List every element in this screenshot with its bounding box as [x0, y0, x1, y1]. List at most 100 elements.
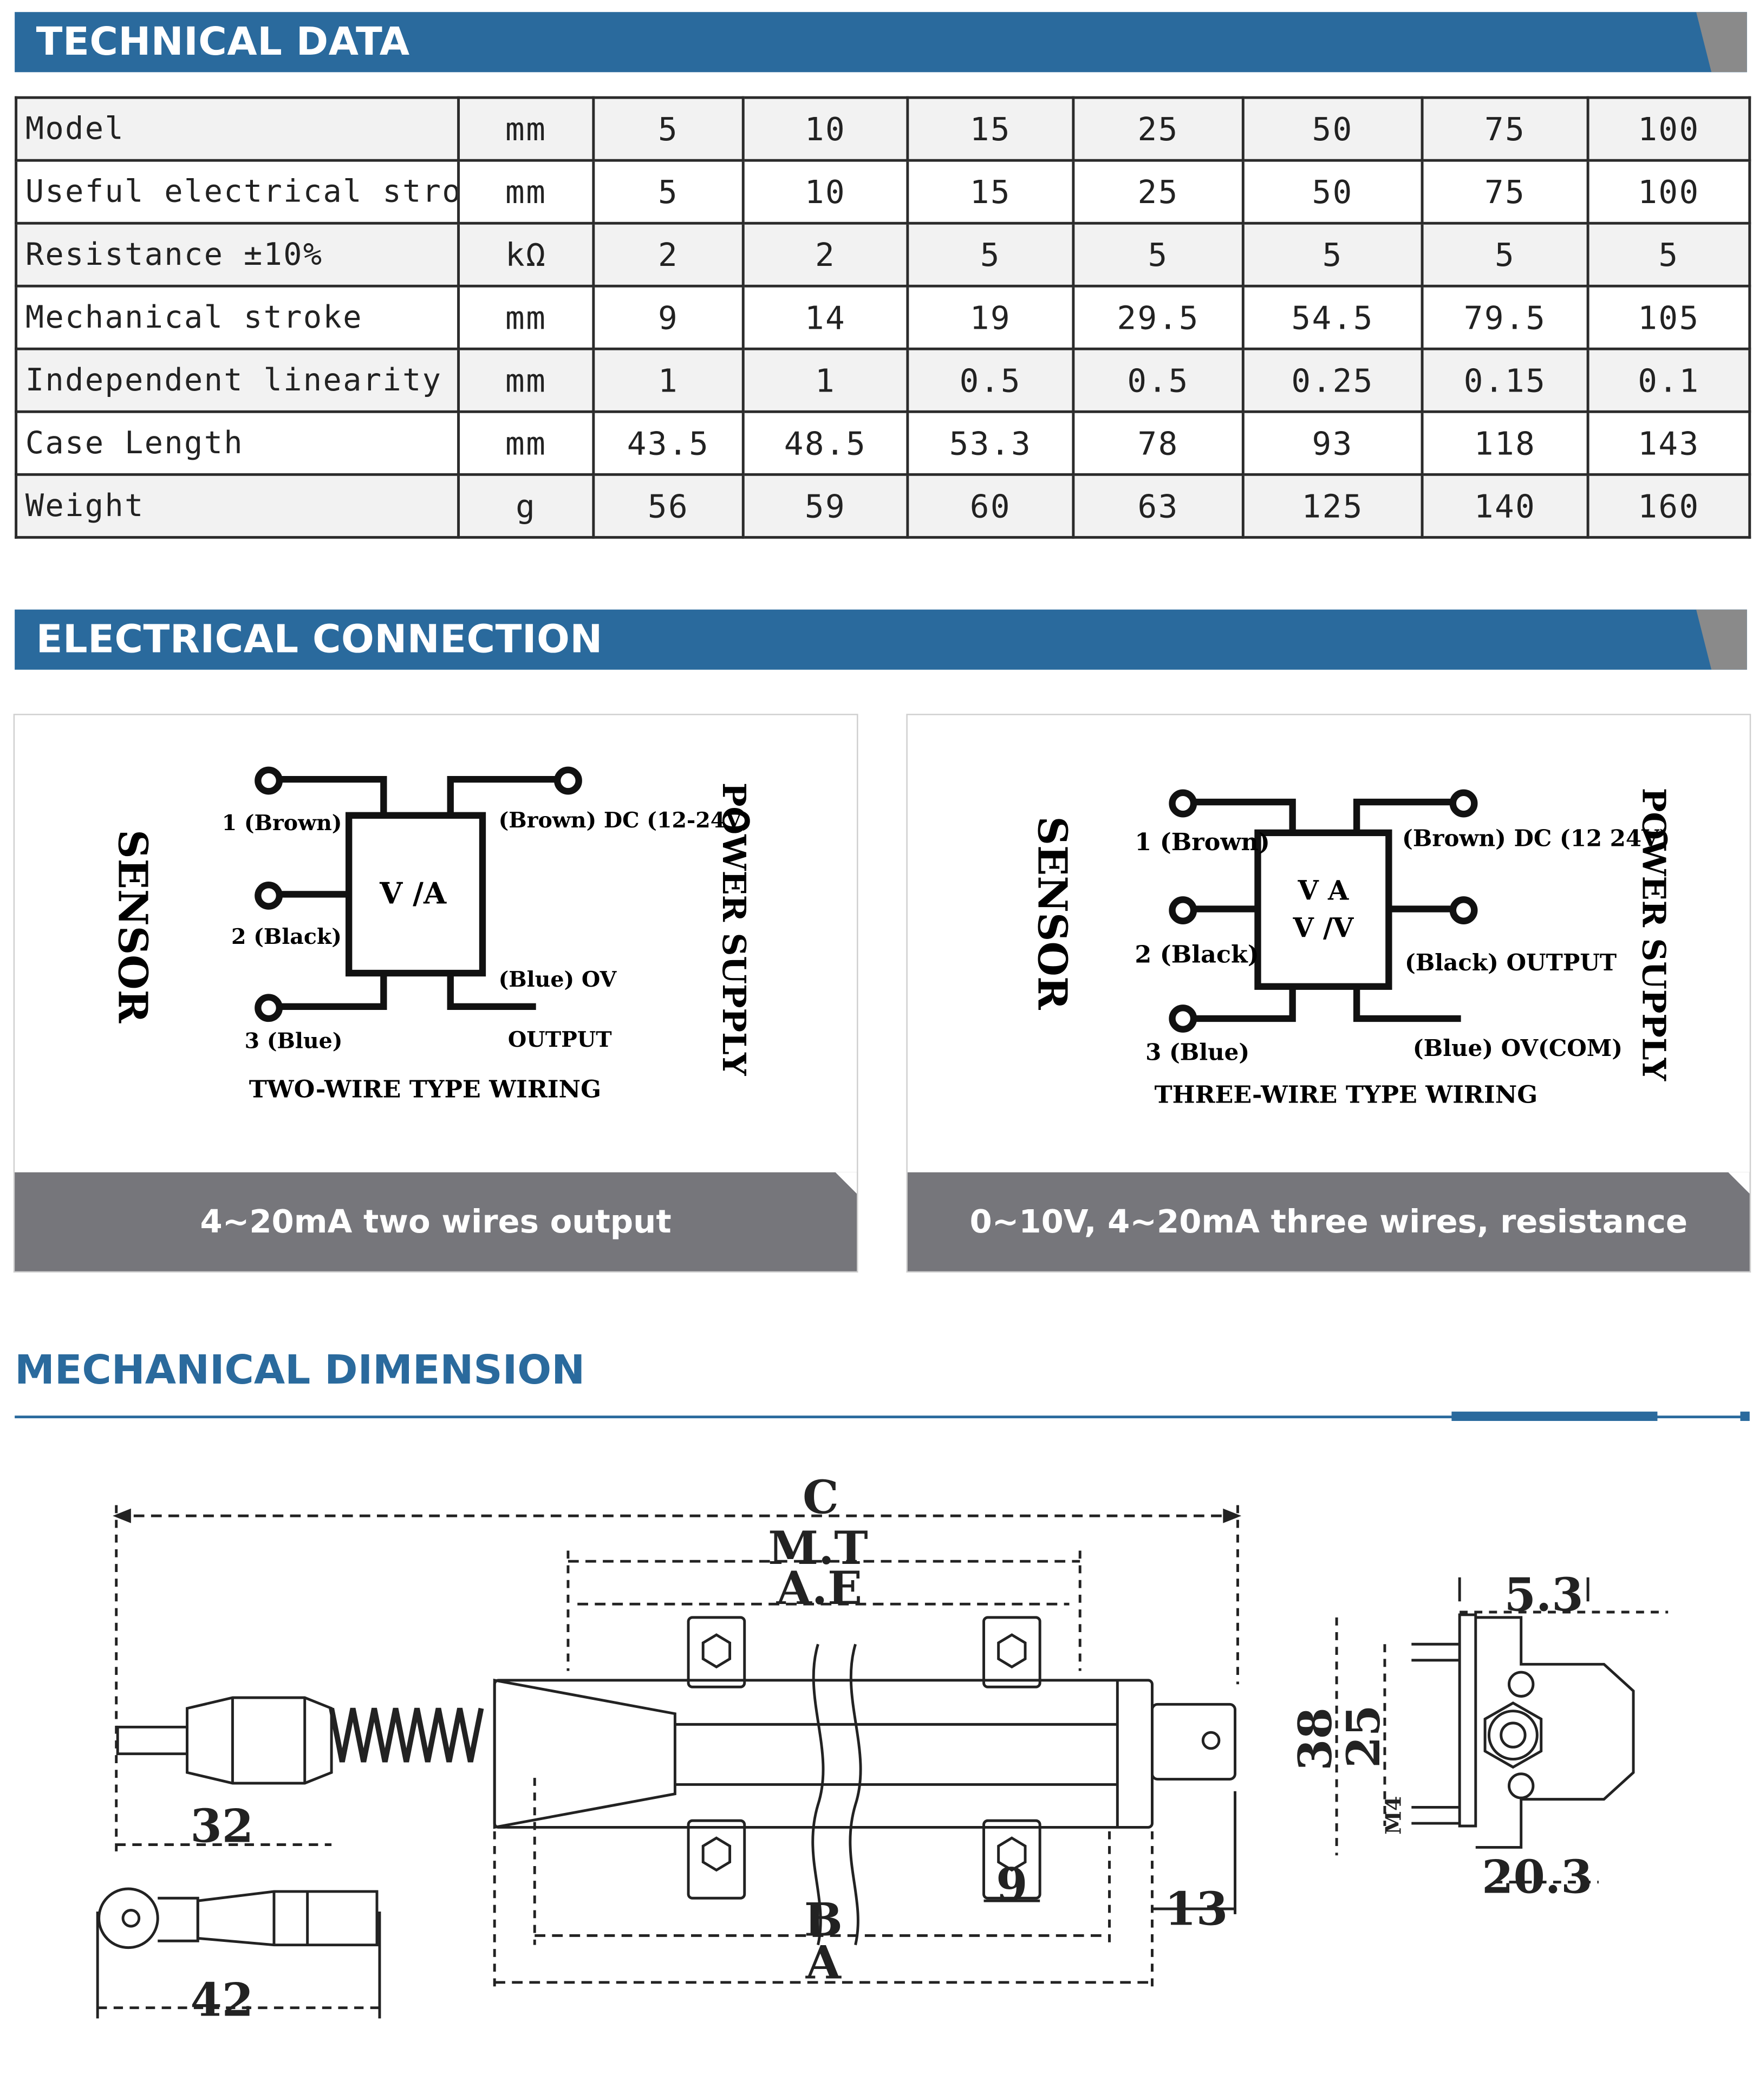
- table-cell: 100: [1586, 159, 1751, 225]
- dim-38: 38: [1288, 1707, 1342, 1771]
- table-cell: 118: [1421, 410, 1589, 476]
- table-cell: 48.5: [741, 410, 909, 476]
- dim-5-3: 5.3: [1504, 1568, 1584, 1622]
- table-cell: 143: [1586, 410, 1751, 476]
- row-label: Useful electrical stroke: [15, 159, 460, 225]
- dim-13: 13: [1165, 1882, 1228, 1936]
- terminal-3: [1169, 1005, 1197, 1033]
- dim-42: 42: [190, 1973, 253, 2026]
- electrical-connection-title: ELECTRICAL CONNECTION: [36, 616, 603, 662]
- row-unit: g: [457, 473, 595, 539]
- table-cell: 0.5: [1072, 347, 1245, 413]
- table-cell: 78: [1072, 410, 1245, 476]
- three-wire-caption: 0~10V, 4~20mA three wires, resistance ou…: [907, 1172, 1750, 1339]
- electrical-connection-banner: ELECTRICAL CONNECTION: [15, 609, 1747, 670]
- wire-1-label: 1 (Brown): [1135, 828, 1269, 856]
- dim-mt: M.T: [768, 1521, 868, 1575]
- terminal-2: [255, 881, 283, 910]
- table-cell: 29.5: [1072, 284, 1245, 350]
- table-cell: 2: [741, 221, 909, 288]
- row-unit: mm: [457, 410, 595, 476]
- dc-label: (Brown) DC (12 24V): [1402, 825, 1670, 852]
- power-supply-label: POWER SUPPLY: [715, 782, 753, 1076]
- table-cell: 50: [1241, 96, 1424, 162]
- section-rule-accent: [1451, 1411, 1658, 1421]
- terminal-2: [1169, 896, 1197, 924]
- mechanical-dimension-title: MECHANICAL DIMENSION: [15, 1347, 585, 1394]
- table-cell: 25: [1072, 159, 1245, 225]
- table-cell: 60: [906, 473, 1075, 539]
- section-rule-dot: [1740, 1411, 1750, 1421]
- ov-com-label: (Blue) OV(COM): [1413, 1035, 1623, 1061]
- technical-data-title: TECHNICAL DATA: [36, 18, 410, 64]
- row-label: Resistance ±10%: [15, 221, 460, 288]
- row-unit: mm: [457, 284, 595, 350]
- power-supply-label: POWER SUPPLY: [1635, 788, 1673, 1081]
- table-cell: 10: [741, 96, 909, 162]
- table-cell: 160: [1586, 473, 1751, 539]
- table-cell: 0.5: [906, 347, 1075, 413]
- table-cell: 2: [592, 221, 745, 288]
- terminal-dc: [1449, 789, 1478, 818]
- two-wire-card: V /A 1 (Brown) 2 (Black) 3 (Blue) (Brown…: [13, 714, 858, 1273]
- table-cell: 75: [1421, 96, 1589, 162]
- table-cell: 43.5: [592, 410, 745, 476]
- row-label: Independent linearity: [15, 347, 460, 413]
- terminal-dc: [554, 766, 582, 795]
- output-label: OUTPUT: [508, 1027, 612, 1052]
- banner-accent: [1696, 12, 1747, 73]
- table-cell: 9: [592, 284, 745, 350]
- dim-c: C: [803, 1470, 839, 1524]
- table-cell: 79.5: [1421, 284, 1589, 350]
- table-cell: 50: [1241, 159, 1424, 225]
- row-label: Case Length: [15, 410, 460, 476]
- table-cell: 25: [1072, 96, 1245, 162]
- terminal-output: [1449, 896, 1478, 924]
- row-unit: mm: [457, 347, 595, 413]
- table-cell: 5: [1072, 221, 1245, 288]
- dim-9: 9: [996, 1858, 1027, 1912]
- wire-2-label: 2 (Black): [1135, 940, 1259, 968]
- dc-label: (Brown) DC (12-24V): [499, 808, 752, 833]
- table-cell: 63: [1072, 473, 1245, 539]
- box-label-top: V A: [1298, 875, 1349, 906]
- table-cell: 105: [1586, 284, 1751, 350]
- table-cell: 75: [1421, 159, 1589, 225]
- table-cell: 5: [592, 96, 745, 162]
- row-unit: kΩ: [457, 221, 595, 288]
- row-label: Weight: [15, 473, 460, 539]
- row-unit: mm: [457, 159, 595, 225]
- dim-20-3: 20.3: [1482, 1850, 1592, 1903]
- two-wire-caption: 4~20mA two wires output: [15, 1172, 857, 1271]
- ov-label: (Blue) OV: [499, 967, 617, 992]
- terminal-3: [255, 994, 283, 1022]
- dim-25: 25: [1337, 1705, 1390, 1768]
- table-cell: 15: [906, 96, 1075, 162]
- table-cell: 100: [1586, 96, 1751, 162]
- table-cell: 53.3: [906, 410, 1075, 476]
- banner-accent: [1696, 609, 1747, 670]
- technical-data-banner: TECHNICAL DATA: [15, 12, 1747, 73]
- box-label: V /A: [379, 876, 447, 911]
- table-cell: 59: [741, 473, 909, 539]
- dim-b: B: [804, 1893, 843, 1946]
- box-label-bottom: V /V: [1293, 912, 1354, 943]
- dim-ae: A.E: [776, 1561, 862, 1615]
- table-cell: 19: [906, 284, 1075, 350]
- terminal-1: [255, 766, 283, 795]
- three-wire-title: THREE-WIRE TYPE WIRING: [1155, 1081, 1538, 1109]
- row-unit: mm: [457, 96, 595, 162]
- table-cell: 54.5: [1241, 284, 1424, 350]
- dim-a: A: [805, 1935, 842, 1989]
- table-cell: 56: [592, 473, 745, 539]
- wire-3-label: 3 (Blue): [245, 1028, 343, 1053]
- table-cell: 140: [1421, 473, 1589, 539]
